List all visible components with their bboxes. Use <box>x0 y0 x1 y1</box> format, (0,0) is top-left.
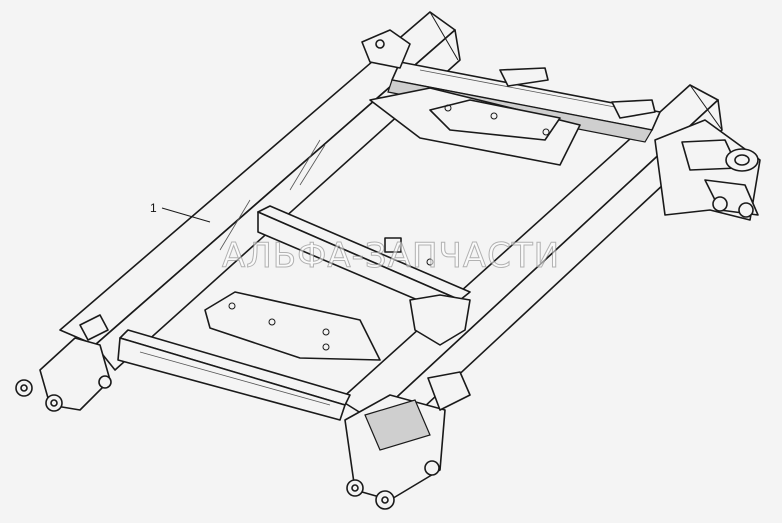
watermark: АЛЬФА-ЗАПЧАСТИ <box>221 236 561 277</box>
right-front-bracket <box>344 294 471 510</box>
callout-1-label: 1 <box>150 201 157 215</box>
left-front-bracket <box>15 314 112 412</box>
rear-hitch-bracket <box>654 119 761 221</box>
rear-left-bracket <box>361 29 411 69</box>
lower-plate <box>204 291 381 361</box>
front-cross-member <box>117 329 351 421</box>
callout-1: 1 <box>150 201 211 223</box>
upper-plate <box>369 87 581 166</box>
left-side-rail <box>59 11 461 371</box>
middle-cross-member <box>257 205 471 319</box>
